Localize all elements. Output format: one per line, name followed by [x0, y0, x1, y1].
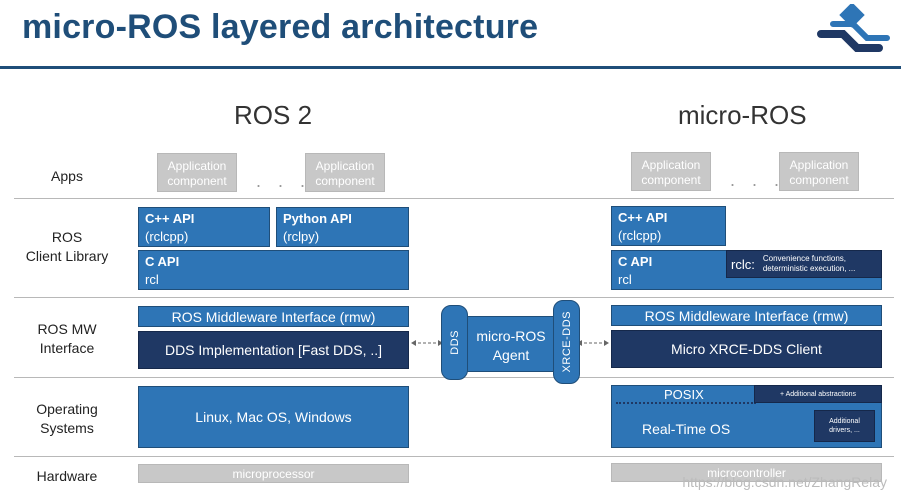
rtos-label: Real-Time OS [642, 421, 731, 437]
xrce-client-block: Micro XRCE-DDS Client [611, 330, 882, 368]
row-label-apps: Apps [51, 168, 83, 184]
row-separator [14, 198, 894, 199]
posix-label: POSIX [664, 387, 704, 402]
ros2-os-block: Linux, Mac OS, Windows [138, 386, 409, 448]
rclc-block: rclc: Convenience functions,deterministi… [726, 250, 882, 278]
microros-heading: micro-ROS [678, 100, 807, 130]
rclc-description: Convenience functions,deterministic exec… [762, 254, 856, 273]
microros-hardware-block: microcontroller [611, 463, 882, 482]
row-separator [14, 297, 894, 298]
row-label-hardware: Hardware [36, 468, 98, 484]
ros2-cpp-api-block: C++ API(rclcpp) [138, 207, 270, 247]
rclc-label: rclc: [731, 256, 755, 272]
ros2-dds-block: DDS Implementation [Fast DDS, ..] [138, 331, 409, 369]
ros2-hardware-block: microprocessor [138, 464, 409, 483]
watermark-text: https://blog.csdn.net/ZhangRelay [682, 474, 887, 490]
ros2-heading: ROS 2 [234, 100, 313, 130]
posix-dotted-divider [616, 402, 756, 404]
ros2-app-ellipsis: . . . [256, 171, 312, 191]
xrce-dds-connector: XRCE-DDS [553, 300, 580, 384]
dds-connector: DDS [441, 305, 468, 380]
microros-rmw-block: ROS Middleware Interface (rmw) [611, 305, 882, 326]
additional-abstractions-block: + Additional abstractions [754, 385, 882, 403]
ros2-python-api-block: Python API(rclpy) [276, 207, 409, 247]
microros-app-ellipsis: . . . [730, 170, 786, 190]
page-title: micro-ROS layered architecture [22, 8, 539, 46]
microros-cpp-api-block: C++ API(rclcpp) [611, 206, 726, 246]
row-separator [14, 456, 894, 457]
ros2-rmw-block: ROS Middleware Interface (rmw) [138, 306, 409, 327]
title-rule [0, 66, 901, 69]
micro-ros-logo-icon [817, 4, 890, 52]
